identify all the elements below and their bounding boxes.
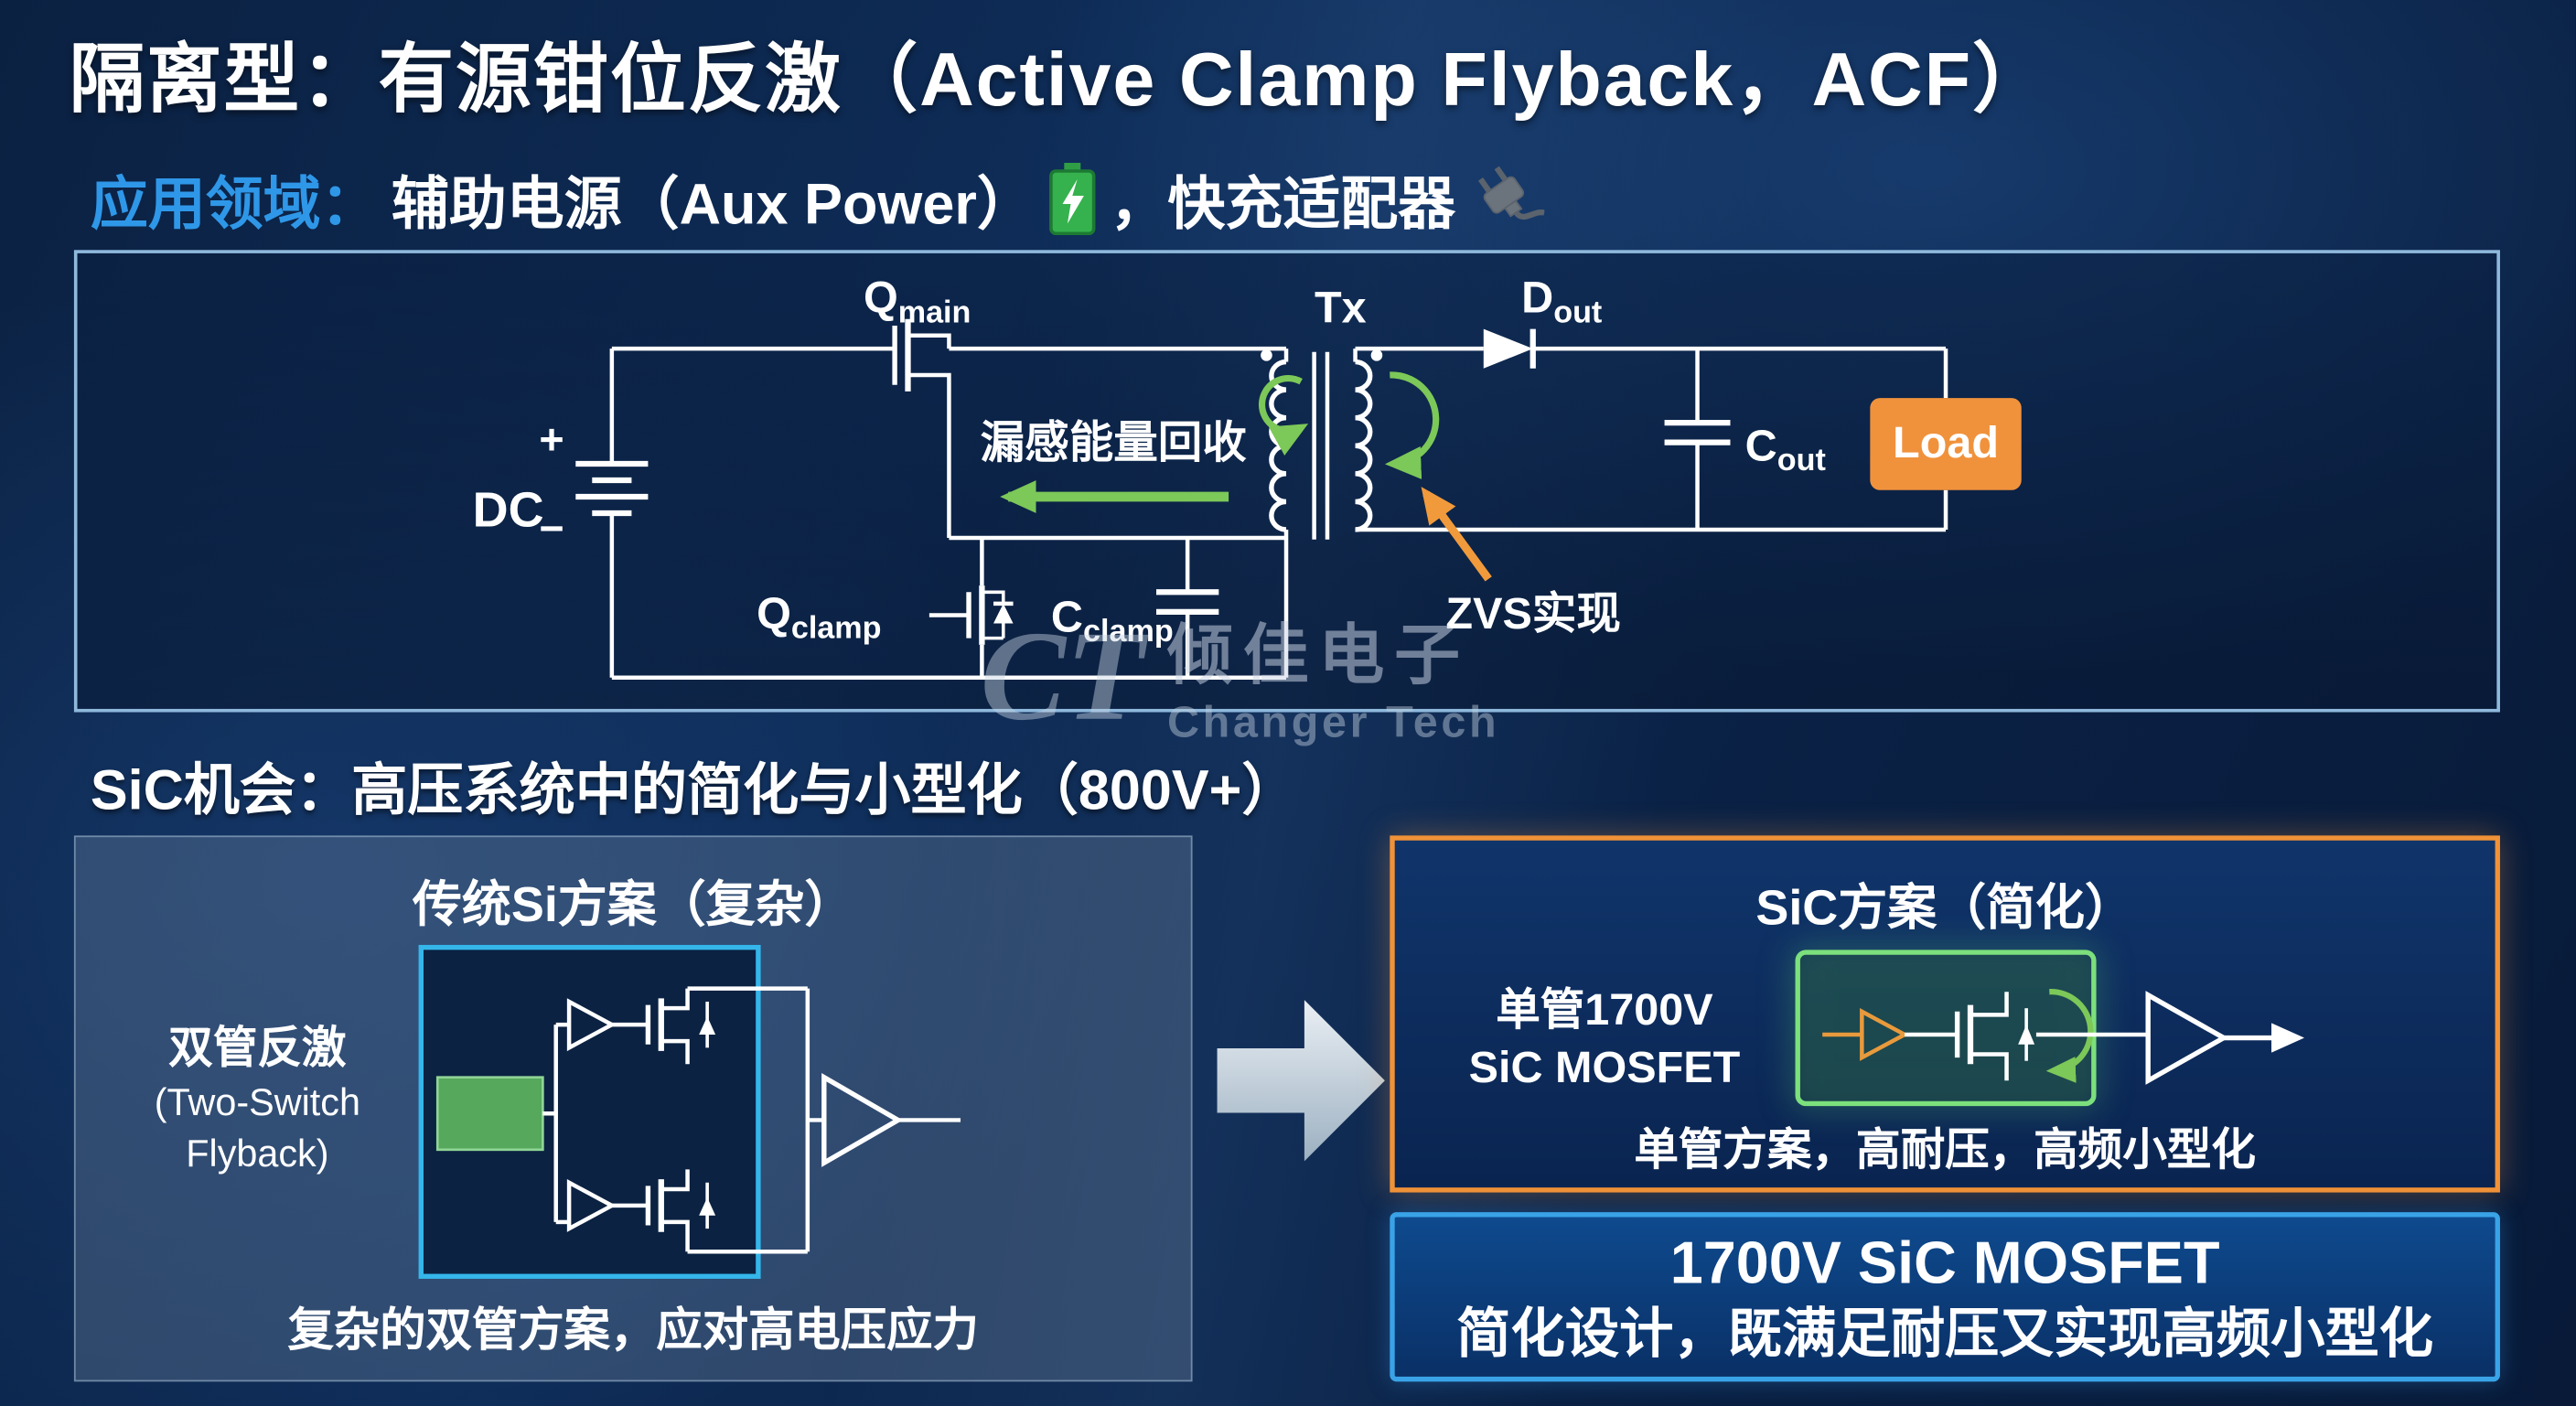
- c-clamp-capacitor: [1155, 537, 1219, 678]
- si-top-mosfet: [645, 988, 709, 1065]
- si-output-opamp: [821, 1073, 904, 1167]
- sic-panel-caption: 单管方案，高耐压，高频小型化: [1634, 1124, 2256, 1175]
- d-out-label: Dout: [1521, 274, 1602, 330]
- primary-circulation-arrow: [1259, 374, 1309, 456]
- sic-zvs-arrow: [2045, 989, 2094, 1083]
- si-wires: [542, 986, 961, 1254]
- zvs-label: ZVS实现: [1445, 589, 1620, 639]
- q-clamp-label: Qclamp: [757, 589, 881, 646]
- c-out-label: Cout: [1745, 421, 1826, 478]
- q-clamp-body-diode: [993, 603, 1014, 624]
- minus-sign: −: [539, 504, 564, 552]
- dc-source: [575, 349, 649, 678]
- primary-polarity-dot: [1261, 349, 1272, 361]
- plug-icon: [1468, 161, 1545, 237]
- sic-circuit-diagram: [1795, 950, 2304, 1107]
- leakage-label: 漏感能量回收: [981, 418, 1248, 467]
- si-bottom-body-diode: [699, 1197, 716, 1216]
- secondary-circulation-arrow: [1384, 371, 1440, 479]
- transformer: [1269, 349, 1373, 678]
- conclusion-line1: 1700V SiC MOSFET: [1669, 1229, 2220, 1297]
- acf-circuit-diagram: DC + − Qmain: [473, 274, 2022, 681]
- c-out-capacitor: [1664, 349, 1731, 530]
- page-title: 隔离型：有源钳位反激（Active Clamp Flyback，ACF）: [69, 36, 2050, 123]
- si-circuit-diagram: [418, 944, 961, 1279]
- conclusion-box: 1700V SiC MOSFET 简化设计，既满足耐压又实现高频小型化: [1390, 1212, 2500, 1382]
- sic-body-diode: [2018, 1025, 2035, 1045]
- application-text-1: 辅助电源（Aux Power）: [391, 171, 1035, 237]
- tx-label: Tx: [1315, 283, 1367, 332]
- sic-device-label: 单管1700V SiC MOSFET: [1468, 985, 1741, 1093]
- si-top-body-diode: [699, 1016, 716, 1035]
- application-line: 应用领域： 辅助电源（Aux Power） ，快充适配器: [90, 158, 1545, 241]
- secondary-polarity-dot: [1370, 349, 1383, 361]
- sic-driver-triangle: [1860, 1008, 1909, 1061]
- battery-icon: [1047, 163, 1097, 236]
- transition-arrow: [1217, 1000, 1385, 1162]
- zvs-arrow: [1421, 487, 1492, 582]
- dc-label: DC: [473, 482, 544, 537]
- si-solution-panel: 传统Si方案（复杂） 双管反激 (Two-Switch Flyback): [73, 835, 1193, 1382]
- sic-solution-panel: SiC方案（简化） 单管1700V SiC MOSFET: [1390, 835, 2500, 1193]
- acf-circuit-panel: DC + − Qmain: [73, 250, 2500, 713]
- c-clamp-label: Cclamp: [1051, 592, 1174, 649]
- sic-highlight-box: [1795, 950, 2097, 1107]
- sic-opportunity-heading: SiC机会：高压系统中的简化与小型化（800V+）: [90, 759, 1298, 822]
- si-bottom-driver-triangle: [566, 1178, 617, 1232]
- primary-wires: [611, 346, 1287, 681]
- si-bottom-mosfet: [645, 1169, 709, 1252]
- load-box: [1870, 398, 2022, 490]
- secondary-wires: [1355, 346, 1948, 532]
- si-panel-caption: 复杂的双管方案，应对高电压应力: [287, 1304, 979, 1356]
- application-label: 应用领域：: [90, 171, 379, 237]
- conclusion-line2: 简化设计，既满足耐压又实现高频小型化: [1456, 1303, 2434, 1365]
- d-out-diode: [1483, 328, 1533, 369]
- si-top-driver-triangle: [566, 998, 617, 1052]
- plus-sign: +: [539, 415, 564, 463]
- application-text-2: ，快充适配器: [1110, 171, 1456, 237]
- si-controller-block: [435, 1076, 544, 1152]
- q-main-label: Qmain: [864, 274, 971, 330]
- sic-output-opamp: [2145, 991, 2229, 1085]
- two-switch-flyback-label: 双管反激 (Two-Switch Flyback): [154, 1023, 360, 1175]
- si-panel-title: 传统Si方案（复杂）: [412, 878, 854, 933]
- q-main-mosfet: [892, 318, 951, 538]
- sic-panel-title: SiC方案（简化）: [1755, 881, 2134, 937]
- sic-mosfet: [1905, 992, 2028, 1081]
- q-clamp-mosfet: [928, 537, 1014, 678]
- load-label: Load: [1893, 418, 1999, 467]
